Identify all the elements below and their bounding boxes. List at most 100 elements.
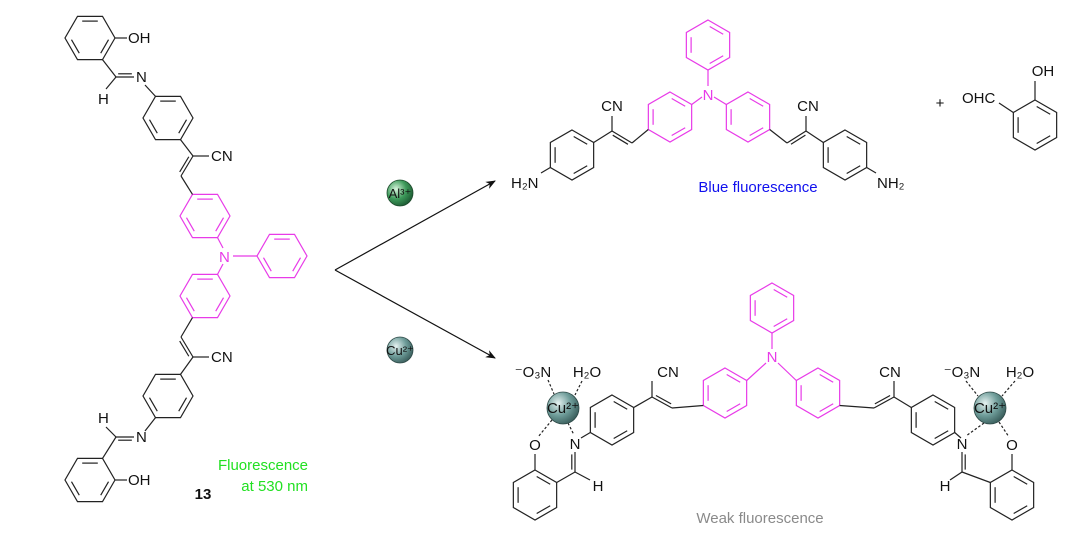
- c13-phenylene-ring-bottom: [142, 373, 194, 419]
- coordination-bond: [547, 379, 555, 395]
- cu-product-tpa-phenyl-ring: [749, 282, 795, 334]
- c13-cn-bottom: CN: [211, 349, 233, 366]
- bond: [144, 417, 156, 432]
- cu-product-n-left: N: [570, 436, 581, 453]
- double-bond-line: [179, 340, 190, 357]
- bond: [713, 96, 727, 106]
- aromatic-inner-line: [709, 25, 724, 35]
- c13-salicyl-ring-top: [64, 15, 116, 61]
- c13-phenylene-ring-top: [142, 95, 194, 141]
- aromatic-inner-line: [215, 297, 225, 312]
- aromatic-inner-line: [215, 217, 225, 232]
- emission-label-line2: at 530 nm: [241, 478, 308, 495]
- byproduct-oh: OH: [1032, 63, 1055, 80]
- cu-product-cn-right: CN: [879, 364, 901, 381]
- c13-tpa-ring-top: [179, 193, 231, 239]
- cu-product-h-left: H: [593, 478, 604, 495]
- cu-product-salicyl-ring-right: [989, 469, 1035, 521]
- aromatic-inner-line: [148, 119, 158, 134]
- aromatic-inner-line: [100, 39, 110, 54]
- bond: [954, 432, 962, 439]
- c13-tpa-phenyl-ring: [256, 233, 308, 279]
- bond: [180, 356, 194, 375]
- bond: [105, 426, 117, 438]
- cu-product-water-right: H₂O: [1006, 364, 1034, 381]
- al-product-tpa-ring-right: [725, 91, 771, 143]
- coordination-bond: [965, 380, 979, 397]
- c13-cn-top: CN: [211, 148, 233, 165]
- cu-ion-label: Cu²⁺: [386, 343, 414, 358]
- al-product-amine-n: N: [703, 87, 714, 104]
- aromatic-inner-line: [70, 481, 80, 496]
- bond: [746, 362, 767, 381]
- double-bond-line: [655, 394, 672, 405]
- aromatic-inner-line: [773, 318, 788, 328]
- aromatic-inner-line: [819, 373, 834, 383]
- al-product-nh2: NH₂: [877, 175, 905, 192]
- bond: [180, 317, 194, 338]
- bond: [611, 130, 633, 144]
- bond: [180, 175, 194, 195]
- c13-salicyl-ring-bottom: [64, 457, 116, 503]
- bond: [805, 130, 824, 143]
- aromatic-inner-line: [934, 400, 949, 410]
- coordination-bond: [567, 422, 575, 436]
- bond: [893, 396, 912, 409]
- cu-product-tpa-ring-left: [702, 367, 748, 419]
- al-product-aniline-ring-right: [822, 129, 868, 181]
- aromatic-inner-line: [536, 505, 551, 515]
- cu-ion-sphere-icon: [386, 336, 414, 364]
- byproduct-salicylaldehyde-ring: [1012, 99, 1058, 151]
- cu-product-cu-right: Cu²⁺: [974, 400, 1006, 417]
- bond: [949, 471, 963, 481]
- bond: [102, 59, 117, 78]
- bond: [540, 166, 551, 174]
- bond: [671, 404, 704, 409]
- al-product-h2n: H₂N: [511, 175, 539, 192]
- aromatic-inner-line: [1036, 105, 1051, 115]
- bond: [998, 102, 1014, 113]
- bond: [631, 129, 649, 144]
- c13-tpa-ring-bottom: [179, 273, 231, 319]
- cu-product-water-left: H₂O: [573, 364, 601, 381]
- bond: [556, 471, 576, 484]
- bond: [180, 139, 194, 157]
- aromatic-inner-line: [671, 127, 686, 137]
- al-product-caption: Blue fluorescence: [698, 179, 817, 196]
- cu-right-sphere-icon: [973, 391, 1007, 425]
- aromatic-inner-line: [726, 373, 741, 383]
- double-bond-line: [612, 134, 629, 145]
- cu-product-o-right: O: [1006, 437, 1018, 454]
- byproduct-ohc: OHC: [962, 90, 996, 107]
- double-bond-line: [790, 134, 806, 145]
- aromatic-inner-line: [709, 55, 724, 65]
- bond: [574, 471, 591, 481]
- aromatic-inner-line: [846, 165, 861, 175]
- aromatic-inner-line: [1036, 135, 1051, 145]
- aromatic-inner-line: [749, 127, 764, 137]
- cu-product-h-right: H: [940, 478, 951, 495]
- aromatic-inner-line: [178, 397, 188, 412]
- bond: [839, 404, 875, 409]
- double-bond-line: [874, 394, 891, 405]
- aromatic-inner-line: [573, 165, 588, 175]
- c13-oh-top: OH: [128, 30, 151, 47]
- aromatic-inner-line: [573, 135, 588, 145]
- bond: [777, 362, 797, 381]
- aromatic-inner-line: [100, 481, 110, 496]
- plus-sign: +: [936, 95, 945, 112]
- aromatic-inner-line: [819, 403, 834, 413]
- cu-left-sphere-icon: [546, 391, 580, 425]
- emission-label-line1: Fluorescence: [218, 457, 308, 474]
- cu-product-cu-left: Cu²⁺: [547, 400, 579, 417]
- aromatic-inner-line: [1013, 505, 1028, 515]
- bond: [961, 471, 991, 484]
- cu-product-phenylene-ring-right: [910, 394, 956, 446]
- coordination-bond: [998, 421, 1010, 438]
- aromatic-inner-line: [773, 288, 788, 298]
- double-bond-line: [179, 156, 190, 173]
- bond: [633, 396, 653, 409]
- c13-amine-n: N: [219, 249, 230, 266]
